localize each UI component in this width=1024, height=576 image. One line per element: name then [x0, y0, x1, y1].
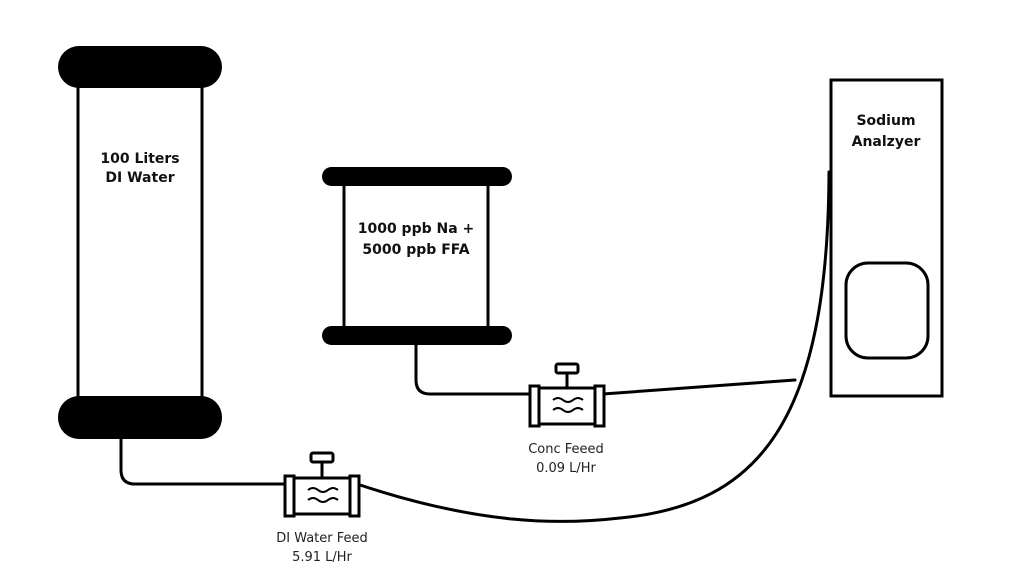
di-water-tank-body: [76, 72, 204, 412]
di-water-feed-label-line2: 5.91 L/Hr: [292, 550, 352, 565]
concentrate-tank: 1000 ppb Na + 5000 ppb FFA: [322, 167, 512, 345]
concentrate-pipe-outlet: [414, 343, 535, 396]
sodium-analyzer-label-line1: Sodium: [856, 113, 915, 129]
conc-feed-label-line1: Conc Feeed: [528, 442, 604, 457]
di-water-feed-valve-flow-wave-2: [307, 497, 339, 503]
conc-feed-label-line2: 0.09 L/Hr: [536, 461, 596, 476]
di-water-tank-top-cap: [58, 46, 222, 88]
di-water-feed-label-line1: DI Water Feed: [276, 531, 368, 546]
di-water-feed-valve-flow-wave-1: [307, 487, 339, 493]
piping: [119, 170, 831, 523]
sodium-analyzer-window: [844, 261, 930, 360]
di-water-tank: 100 Liters DI Water: [58, 46, 222, 439]
concentrate-tank-top-cap: [322, 167, 512, 186]
di-water-tank-label-line1: 100 Liters: [100, 151, 179, 167]
di-water-pipe-outlet: [119, 437, 290, 486]
di-water-pipe-to-analyzer: [355, 170, 831, 523]
concentrate-tank-bottom-cap: [322, 326, 512, 345]
concentrate-pipe-to-junction: [601, 378, 797, 396]
conc-feed-valve-flow-wave-2: [552, 407, 584, 413]
sodium-analyzer: Sodium Analzyer: [829, 78, 944, 398]
di-water-tank-bottom-cap: [58, 396, 222, 439]
di-water-feed-valve-body: [292, 476, 352, 516]
concentrate-tank-label-line2: 5000 ppb FFA: [362, 242, 469, 258]
conc-feed-valve[interactable]: [528, 362, 606, 428]
sodium-analyzer-label-line2: Analzyer: [852, 134, 921, 150]
di-water-feed-valve[interactable]: [283, 451, 361, 518]
conc-feed-valve-flow-wave-1: [552, 397, 584, 403]
conc-feed-valve-handwheel[interactable]: [554, 362, 580, 375]
di-water-feed-valve-handwheel[interactable]: [309, 451, 335, 464]
concentrate-tank-label-line1: 1000 ppb Na +: [358, 221, 475, 237]
conc-feed-valve-body: [537, 386, 597, 426]
di-water-tank-label-line2: DI Water: [105, 170, 174, 186]
concentrate-tank-body: [342, 178, 490, 334]
